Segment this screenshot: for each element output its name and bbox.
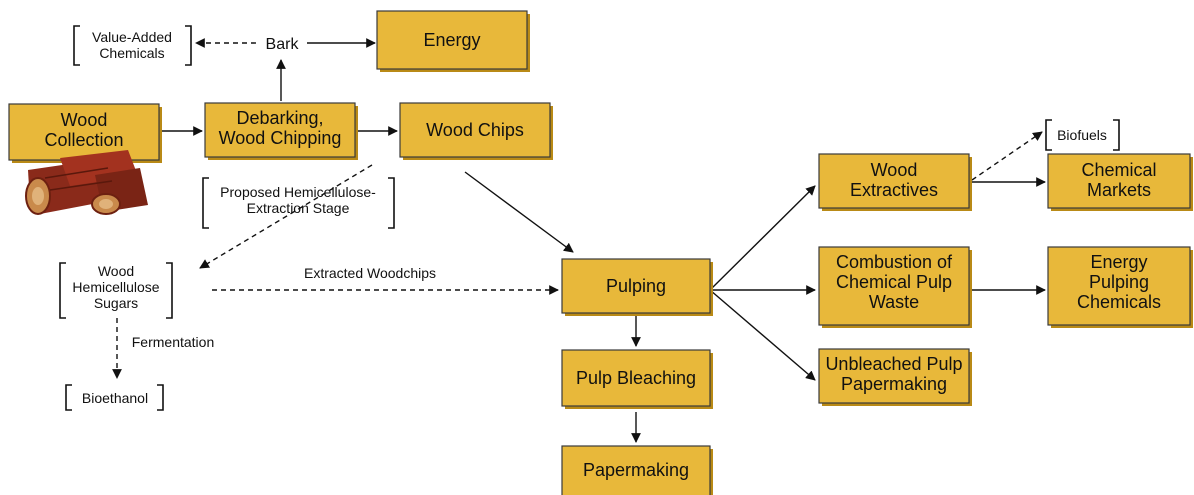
node-debarking: Debarking,Wood Chipping [204, 102, 358, 160]
bioethanol-label: Bioethanol [82, 390, 148, 406]
proposed-stage-label: Proposed Hemicellulose-Extraction Stage [220, 184, 376, 216]
node-papermaking: Papermaking [561, 445, 713, 495]
extracted-woodchips-label: Extracted Woodchips [304, 265, 436, 281]
edge-debarking-to-sugars [199, 164, 373, 269]
node-pulp-bleaching: Pulp Bleaching [561, 349, 713, 409]
label-line: Unbleached Pulp [825, 354, 962, 374]
biofuels-label: Biofuels [1057, 127, 1107, 143]
node-debarking-label: Debarking,Wood Chipping [219, 108, 342, 148]
label-line: Pulping [1089, 272, 1149, 292]
label-line: Papermaking [841, 374, 947, 394]
label-line: Chemical Pulp [836, 272, 952, 292]
label-line: Wood Chipping [219, 128, 342, 148]
label-line: Combustion of [836, 252, 953, 272]
label-line: Extractives [850, 180, 938, 200]
label-line: Wood [98, 263, 134, 279]
label-line: Proposed Hemicellulose- [220, 184, 376, 200]
label-line: Chemical [1081, 160, 1156, 180]
label-line: Waste [869, 292, 919, 312]
wood-logs-icon [25, 150, 148, 215]
bioethanol-label-group: Bioethanol [65, 384, 164, 411]
label-line: Wood [61, 110, 108, 130]
label-line: Sugars [94, 295, 138, 311]
label-line: Debarking, [236, 108, 323, 128]
proposed-stage-label-group: Proposed Hemicellulose-Extraction Stage [202, 177, 395, 229]
node-wood-chips: Wood Chips [399, 102, 553, 160]
label-line: Chemicals [99, 45, 164, 61]
edge-chips-to-pulping [464, 171, 574, 253]
label-line: Collection [44, 130, 123, 150]
node-energy: Energy [376, 10, 530, 72]
label-line: Energy [1090, 252, 1147, 272]
label-line: Chemicals [1077, 292, 1161, 312]
label-line: Wood Chips [426, 120, 524, 140]
edge-pulping-to-unbleached [709, 289, 816, 381]
label-line: Wood [871, 160, 918, 180]
biofuels-label-group: Biofuels [1045, 119, 1120, 151]
label-line: Pulp Bleaching [576, 368, 696, 388]
label-line: Energy [423, 30, 480, 50]
label-line: Value-Added [92, 29, 172, 45]
label-line: Bioethanol [82, 390, 148, 406]
bark-label: Bark [266, 36, 300, 53]
node-wood-chips-label: Wood Chips [426, 120, 524, 140]
fermentation-label: Fermentation [132, 334, 214, 350]
node-papermaking-label: Papermaking [583, 460, 689, 480]
node-energy-label: Energy [423, 30, 480, 50]
edge-extractives-to-biofuels [971, 131, 1043, 181]
node-pulp-bleaching-label: Pulp Bleaching [576, 368, 696, 388]
label-line: Hemicellulose [72, 279, 159, 295]
edge-pulping-to-extractives [709, 185, 816, 291]
label-line: Pulping [606, 276, 666, 296]
node-pulping: Pulping [561, 258, 713, 316]
node-pulping-label: Pulping [606, 276, 666, 296]
label-line: Biofuels [1057, 127, 1107, 143]
label-line: Extraction Stage [247, 200, 350, 216]
edges [112, 38, 1046, 443]
label-line: Markets [1087, 180, 1151, 200]
label-line: Papermaking [583, 460, 689, 480]
